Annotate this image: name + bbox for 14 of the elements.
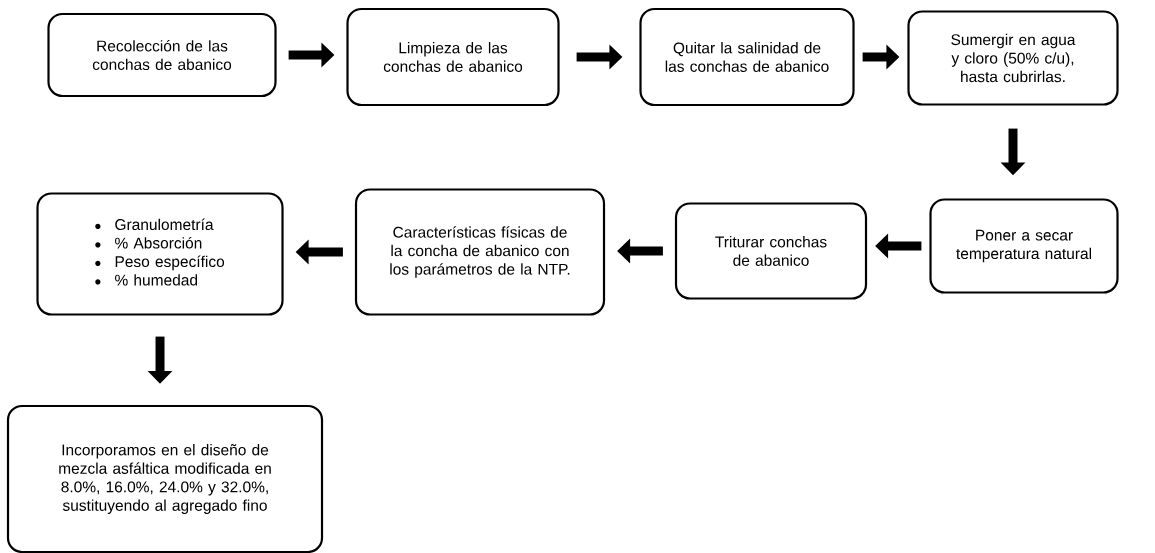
process-box: Características físicas de la concha de abanico con los parámetros de la NTP. [354,188,606,316]
process-box: Poner a secar temperatura natural [929,198,1119,294]
process-box: Quitar la salinidad de las conchas de abanico [639,7,855,107]
node-label: % Absorción [115,237,202,249]
node-label: Granulometría [115,218,214,231]
process-box: Incorporamos en el diseño de mezcla asfáltica modificada en 8.0%, 16.0%, 24.0% y 32.0%, sustituyendo al agregado fino [6,404,324,553]
process-box: Recolección de las conchas de abanico [47,12,277,98]
bullet-list: Granulometría % Absorción Peso específico % humedad [95,218,225,286]
process-box: Sumergir en agua y cloro (50% c/u), hasta cubrirlas. [907,10,1119,106]
node-label: Peso específico [115,255,225,271]
list-box [36,192,284,316]
node-label: % humedad [115,274,198,286]
process-box: Limpieza de las conchas de abanico [346,7,560,107]
process-box: Triturar conchas de abanico [674,202,868,300]
